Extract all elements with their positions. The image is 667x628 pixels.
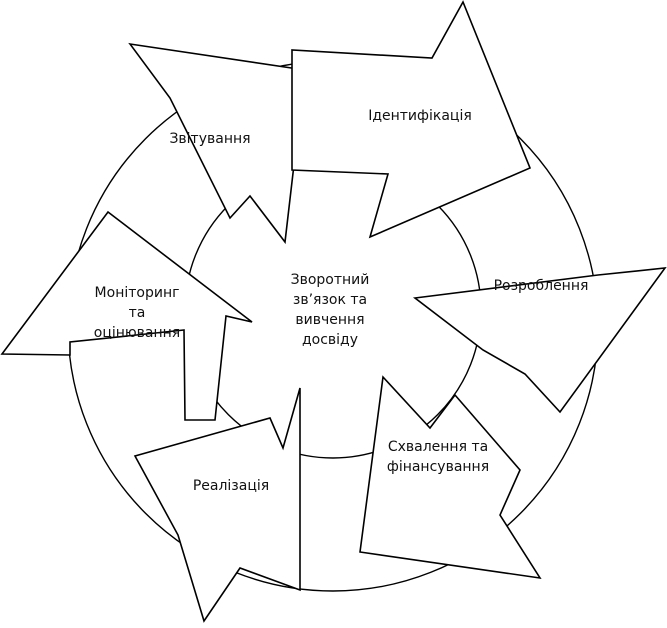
label-development: Розроблення: [494, 278, 589, 294]
label-approval-line: Схвалення та: [388, 439, 488, 455]
label-identification: Ідентифікація: [368, 108, 472, 124]
label-approval: Схвалення та фінансування: [387, 439, 489, 475]
arrow-monitoring: [0, 210, 253, 421]
center-label: Зворотний зв’язок та вивчення досвіду: [291, 272, 370, 348]
center-label-line: Зворотний: [291, 272, 370, 288]
center-label-line: вивчення: [295, 312, 364, 328]
center-label-line: досвіду: [302, 332, 358, 348]
center-label-line: зв’язок та: [293, 292, 367, 308]
label-monitoring: Моніторинг та оцінювання: [94, 285, 180, 341]
arrow-identification: [291, 0, 532, 239]
label-implementation: Реалізація: [193, 478, 269, 494]
label-monitoring-line: та: [129, 305, 146, 321]
arrow-implementation: [133, 387, 301, 623]
label-reporting: Звітування: [169, 131, 250, 147]
label-monitoring-line: оцінювання: [94, 325, 180, 341]
arrow-development: [412, 267, 667, 414]
label-approval-line: фінансування: [387, 459, 489, 475]
arrow-approval: [359, 375, 542, 580]
label-monitoring-line: Моніторинг: [95, 285, 180, 301]
